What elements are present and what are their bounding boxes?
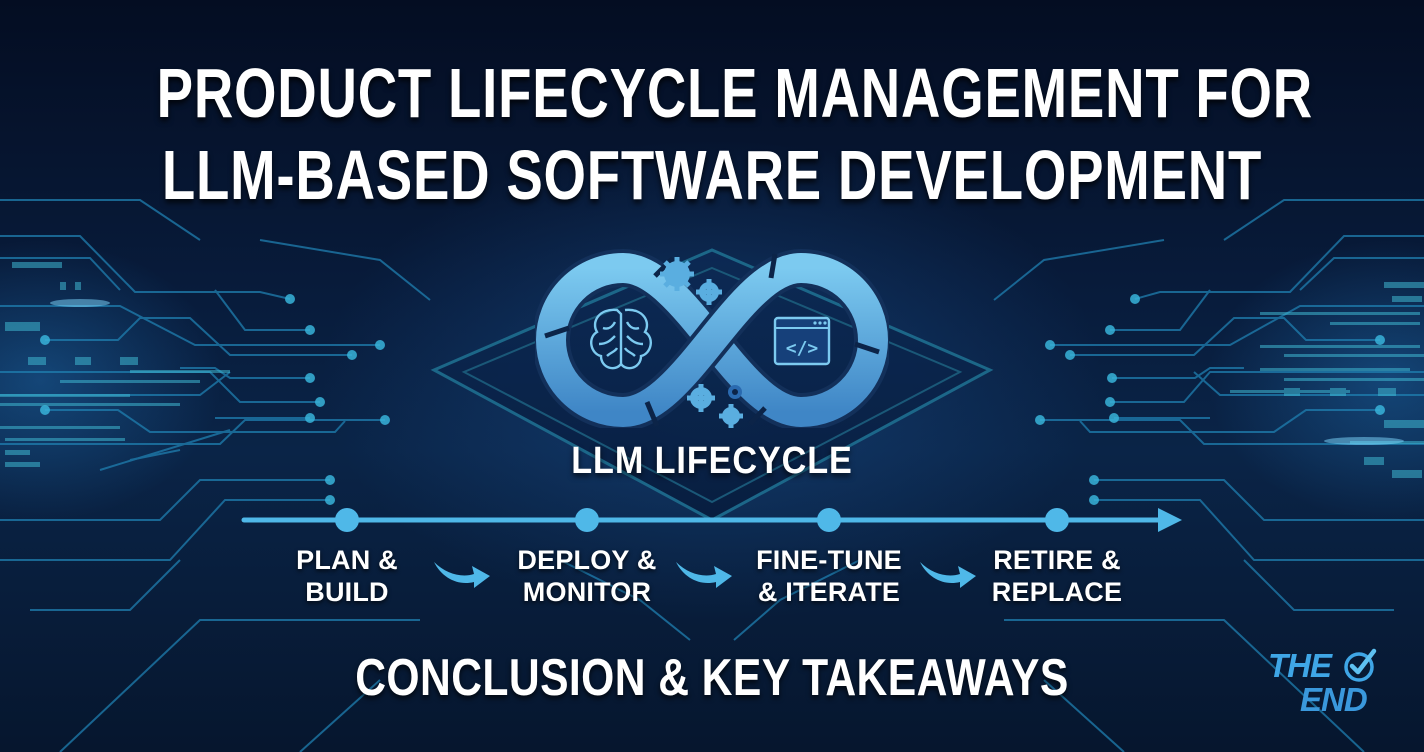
gear-icon: [660, 257, 743, 428]
svg-text:</>: </>: [786, 338, 819, 359]
stage-retire-replace: RETIRE & REPLACE: [967, 544, 1147, 608]
the-end-badge: THE END: [1262, 645, 1382, 725]
stage-label-line: RETIRE &: [993, 545, 1121, 575]
title-line-1: PRODUCT LIFECYCLE MANAGEMENT FOR: [156, 54, 1314, 132]
title-line-2: LLM-BASED SOFTWARE DEVELOPMENT: [161, 136, 1263, 214]
stage-label-line: & ITERATE: [757, 577, 901, 607]
check-circle-icon: [1344, 648, 1377, 682]
timeline-node: [575, 508, 599, 532]
timeline-node: [335, 508, 359, 532]
stage-label-line: FINE-TUNE: [756, 545, 902, 575]
logo-label: LLM LIFECYCLE: [571, 440, 853, 482]
badge-line-2: END: [1300, 681, 1368, 718]
page-title: PRODUCT LIFECYCLE MANAGEMENT FOR LLM-BAS…: [156, 52, 1314, 216]
badge-line-1: THE: [1268, 647, 1332, 684]
stage-finetune-iterate: FINE-TUNE & ITERATE: [739, 544, 919, 608]
infinity-loop-icon: [535, 249, 889, 428]
timeline-node: [817, 508, 841, 532]
stage-arrow-icons: [434, 562, 976, 588]
timeline-node: [1045, 508, 1069, 532]
code-window-icon: </>: [773, 316, 831, 366]
stage-label-line: DEPLOY &: [517, 545, 657, 575]
timeline-arrowhead-icon: [1158, 508, 1182, 532]
subtitle: CONCLUSION & KEY TAKEAWAYS: [355, 649, 1069, 707]
stage-label-line: REPLACE: [991, 577, 1123, 607]
stage-deploy-monitor: DEPLOY & MONITOR: [497, 544, 677, 608]
llm-lifecycle-logo: </>: [535, 249, 889, 428]
stage-label-line: MONITOR: [522, 577, 652, 607]
stage-plan-build: PLAN & BUILD: [257, 544, 437, 608]
stage-label-line: BUILD: [305, 577, 389, 607]
brain-icon: [590, 308, 652, 370]
stage-label-line: PLAN &: [296, 545, 398, 575]
